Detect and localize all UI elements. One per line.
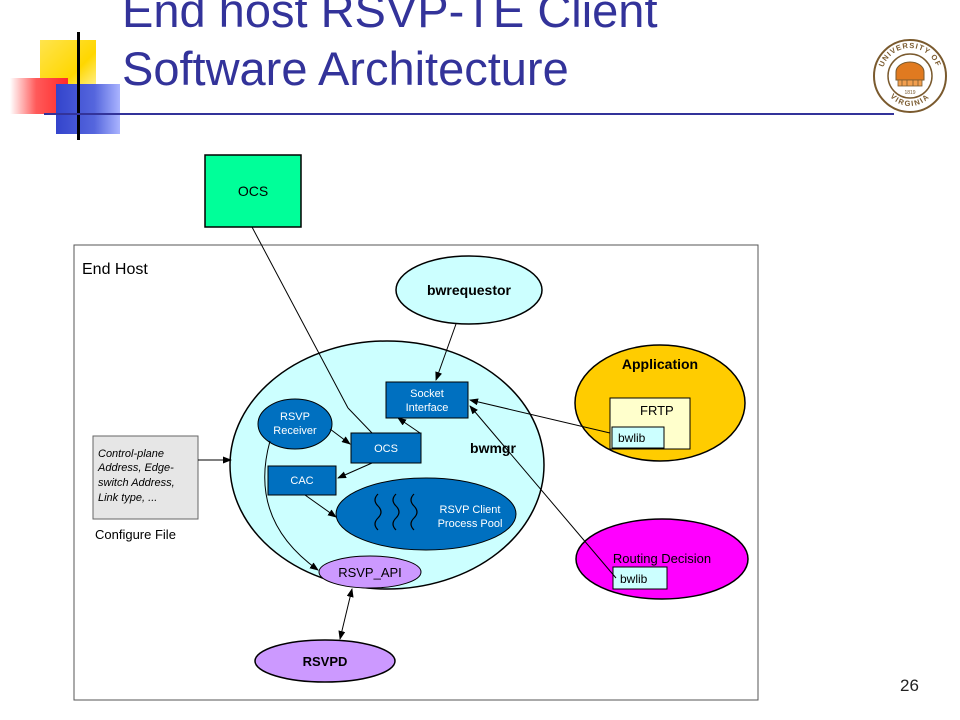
deco-blue-square xyxy=(56,84,120,134)
slide-title: End host RSVP-TE Client Software Archite… xyxy=(122,0,842,98)
frtp-label: FRTP xyxy=(640,403,674,418)
rsvpd-label: RSVPD xyxy=(303,654,348,669)
end-host-label: End Host xyxy=(82,261,148,278)
bwmgr-label: bwmgr xyxy=(470,440,516,456)
cac-box xyxy=(267,465,337,496)
process-squiggle-1 xyxy=(374,493,382,531)
bwrequestor-to-socket-arrow xyxy=(435,323,457,381)
cac-to-pool-arrow xyxy=(304,494,337,518)
deco-vertical-line xyxy=(77,32,80,140)
config-line-1: Control-plane xyxy=(98,448,164,460)
process-pool-label-2: Process Pool xyxy=(438,518,503,530)
ocs-to-receiver-line xyxy=(251,226,349,409)
config-line-4: Link type, ... xyxy=(98,492,157,504)
cac-label: CAC xyxy=(290,475,313,487)
svg-text:1819: 1819 xyxy=(904,90,915,96)
bwlib-app-label: bwlib xyxy=(618,431,646,445)
ocs-external-box xyxy=(204,154,302,228)
ocs-inner-label: OCS xyxy=(374,443,398,455)
rsvpd-ellipse xyxy=(254,639,396,683)
process-squiggle-3 xyxy=(410,493,418,531)
ocs-inner-box xyxy=(350,432,422,464)
config-file-box xyxy=(92,435,199,520)
receiver-to-api-arrow xyxy=(264,440,319,571)
ocs-to-cac-arrow xyxy=(337,462,373,479)
application-label: Application xyxy=(622,356,698,372)
rsvp-api-ellipse xyxy=(318,555,422,589)
bwrequestor-label: bwrequestor xyxy=(427,282,512,298)
bwrequestor-ellipse xyxy=(395,255,543,325)
app-to-socket-arrow xyxy=(469,398,611,434)
rsvp-receiver-label-1: RSVP xyxy=(280,411,310,423)
university-seal-logo: UNIVERSITY OF VIRGINIA 1819 xyxy=(873,39,947,113)
rsvp-receiver-ellipse xyxy=(257,398,333,450)
socket-interface-label-1: Socket xyxy=(410,388,444,400)
ocs-link-line xyxy=(347,407,373,434)
bwlib-routing-box xyxy=(612,566,668,590)
config-line-3: switch Address, xyxy=(98,477,175,489)
bwmgr-ellipse xyxy=(229,340,545,590)
process-pool-label-1: RSVP Client xyxy=(440,504,501,516)
slide-title-line2: Software Architecture xyxy=(122,42,569,95)
socket-interface-label-2: Interface xyxy=(406,402,449,414)
routing-to-socket-arrow xyxy=(469,405,617,579)
receiver-to-ocs-arrow xyxy=(329,428,351,445)
page-number: 26 xyxy=(900,676,919,695)
routing-decision-label: Routing Decision xyxy=(613,551,711,566)
rsvp-receiver-label-2: Receiver xyxy=(273,425,317,437)
configure-file-label: Configure File xyxy=(95,527,176,542)
bwlib-app-box xyxy=(611,426,665,449)
process-squiggle-2 xyxy=(392,493,400,531)
title-underline xyxy=(44,113,894,115)
api-rsvpd-arrow xyxy=(338,588,354,640)
bwlib-routing-label: bwlib xyxy=(620,572,648,586)
socket-to-ocs-arrow xyxy=(397,417,421,434)
slide-title-line1: End host RSVP-TE Client xyxy=(122,0,658,37)
socket-interface-box xyxy=(385,381,469,419)
ocs-external-label: OCS xyxy=(238,183,268,199)
config-line-2: Address, Edge- xyxy=(97,462,174,474)
rsvp-api-label: RSVP_API xyxy=(338,565,402,580)
